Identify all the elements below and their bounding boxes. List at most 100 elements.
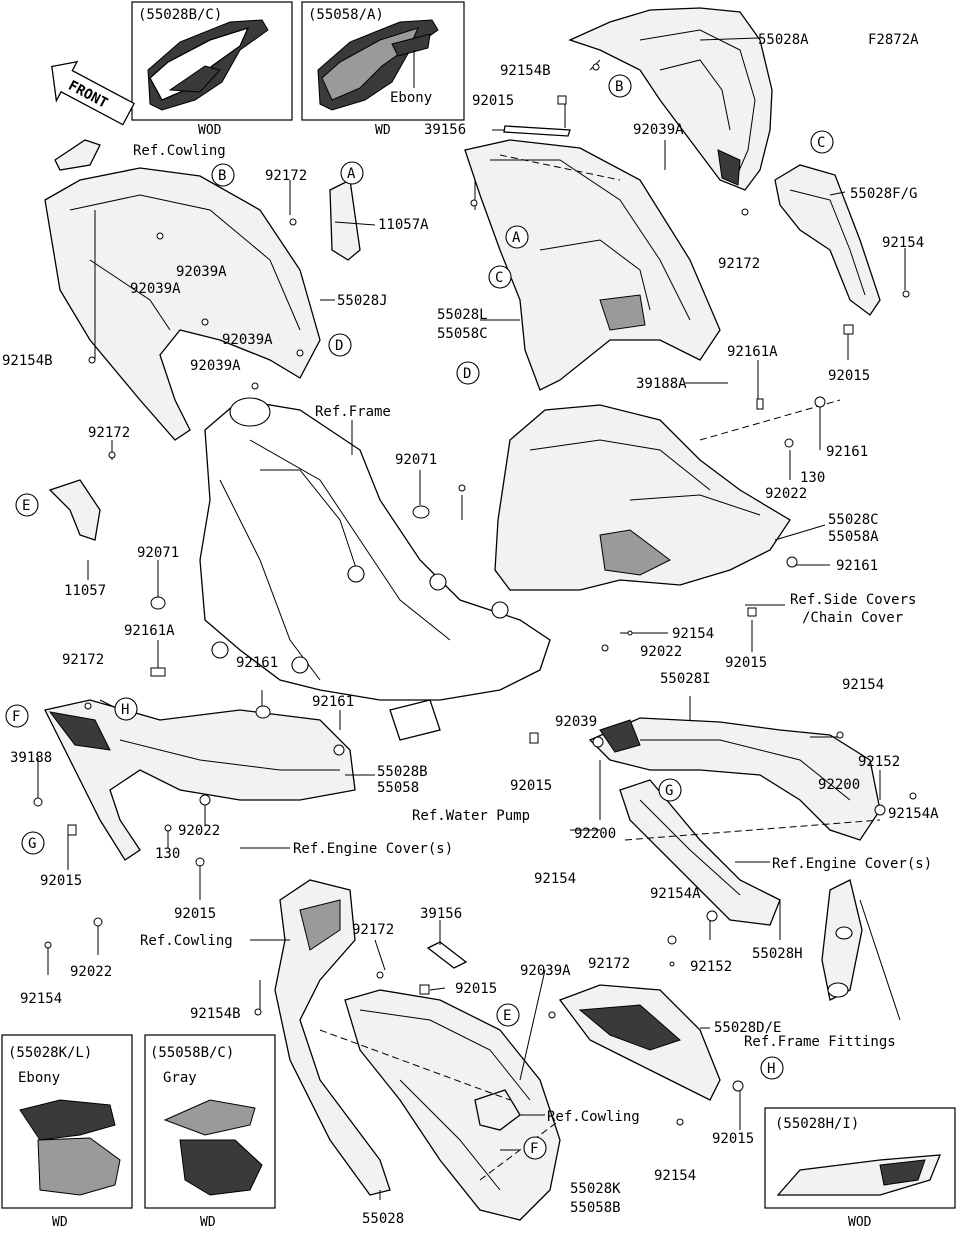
part-label: 55058B — [570, 1200, 621, 1216]
lower-cowl-55028h — [619, 779, 781, 926]
svg-text:B: B — [615, 79, 623, 95]
inset-code: (55028H/I) — [775, 1116, 859, 1132]
svg-text:D: D — [335, 338, 343, 354]
inset-code: (55028K/L) — [8, 1045, 92, 1061]
part-label: 92039A — [190, 358, 241, 374]
grommet-39156-upper — [503, 125, 571, 137]
callout-g-2: G — [658, 778, 682, 802]
part-label: 92015 — [174, 906, 216, 922]
inset-bottom-right: (55028H/I) WOD — [764, 1107, 956, 1230]
part-label: /Chain Cover — [802, 610, 903, 626]
inset-caption: WOD — [848, 1215, 872, 1230]
front-side-panel-55028j — [44, 167, 321, 441]
part-label: 92039A — [176, 264, 227, 280]
svg-text:F: F — [12, 709, 20, 725]
diagram-code: F2872A — [868, 32, 919, 48]
inset-code: (55058B/C) — [150, 1045, 234, 1061]
part-label: 92200 — [818, 777, 860, 793]
part-label: 92172 — [718, 256, 760, 272]
callout-c-1: C — [810, 130, 834, 154]
part-label: 92154A — [888, 806, 939, 822]
part-label: 92154A — [650, 886, 701, 902]
part-label: 39156 — [424, 122, 466, 138]
fasteners — [33, 63, 917, 1126]
inset-caption: WD — [375, 123, 391, 138]
part-label: 92015 — [828, 368, 870, 384]
inset-note: Gray — [163, 1070, 197, 1086]
part-label: Ref.Frame Fittings — [744, 1034, 896, 1050]
svg-text:E: E — [503, 1008, 511, 1024]
part-label: 92172 — [265, 168, 307, 184]
svg-text:C: C — [495, 270, 503, 286]
callout-b-2: B — [608, 74, 632, 98]
frame — [199, 397, 551, 741]
part-label: 55028C — [828, 512, 879, 528]
inner-panel-55028de — [558, 984, 721, 1101]
inset-caption: WD — [200, 1215, 216, 1230]
upper-fairing-55028a — [568, 7, 773, 191]
part-label: Ref.Side Covers — [790, 592, 916, 608]
part-label: 55028L — [437, 307, 488, 323]
callout-a-1: A — [340, 161, 364, 185]
part-label: 130 — [155, 846, 180, 862]
part-label: 92154 — [534, 871, 576, 887]
part-label: 55028J — [337, 293, 388, 309]
part-label: 92015 — [712, 1131, 754, 1147]
bracket-11057 — [48, 479, 101, 541]
part-label: 92154 — [842, 677, 884, 693]
part-label: 92015 — [40, 873, 82, 889]
part-label: 92154 — [20, 991, 62, 1007]
callout-c-2: C — [488, 265, 512, 289]
bracket-55028fg — [774, 164, 881, 316]
part-label: 55028A — [758, 32, 809, 48]
svg-text:F: F — [530, 1141, 538, 1157]
part-label: 92015 — [472, 93, 514, 109]
frame-fittings — [821, 879, 863, 1001]
svg-text:A: A — [512, 230, 521, 246]
inset-note: Ebony — [390, 90, 432, 106]
part-label: 92039A — [520, 963, 571, 979]
part-label: 92161A — [124, 623, 175, 639]
ref-cowling-bracket-top — [54, 139, 101, 171]
part-label: 92039A — [633, 122, 684, 138]
inset-caption: WOD — [198, 123, 222, 138]
part-label: 55028I — [660, 671, 711, 687]
part-label: Ref.Frame — [315, 404, 391, 420]
part-label: 92071 — [395, 452, 437, 468]
part-label: 55028B — [377, 764, 428, 780]
part-label: 55028K — [570, 1181, 621, 1197]
part-label: Ref.Water Pump — [412, 808, 530, 824]
callout-e-1: E — [15, 493, 39, 517]
svg-text:G: G — [28, 836, 36, 852]
part-label: 55058C — [437, 326, 488, 342]
part-label: 92152 — [690, 959, 732, 975]
part-label: 92039A — [130, 281, 181, 297]
part-label: 92161 — [236, 655, 278, 671]
callout-f-1: F — [5, 704, 29, 728]
part-label: 92015 — [725, 655, 767, 671]
svg-text:D: D — [463, 366, 471, 382]
svg-text:A: A — [347, 166, 356, 182]
front-arrow: FRONT — [51, 60, 136, 126]
part-label: 55058A — [828, 529, 879, 545]
part-label: 92015 — [455, 981, 497, 997]
inset-top-second: (55058/A) Ebony WD — [301, 1, 465, 138]
callout-e-2: E — [496, 1003, 520, 1027]
callout-d-2: D — [456, 361, 480, 385]
part-label: 92022 — [178, 823, 220, 839]
part-label: 92161 — [826, 444, 868, 460]
svg-text:B: B — [218, 168, 226, 184]
inset-caption: WD — [52, 1215, 68, 1230]
svg-text:H: H — [767, 1061, 775, 1077]
leader-lines — [37, 37, 906, 1200]
callout-h-2: H — [760, 1056, 784, 1080]
inset-code: (55028B/C) — [138, 7, 222, 23]
part-label: 55058 — [377, 780, 419, 796]
part-label: 92172 — [588, 956, 630, 972]
part-label: 92172 — [352, 922, 394, 938]
inset-note: Ebony — [18, 1070, 60, 1086]
svg-text:E: E — [22, 498, 30, 514]
mid-cowl-55028l — [464, 139, 721, 391]
part-label: 92154B — [190, 1006, 241, 1022]
part-label: 55028F/G — [850, 186, 917, 202]
